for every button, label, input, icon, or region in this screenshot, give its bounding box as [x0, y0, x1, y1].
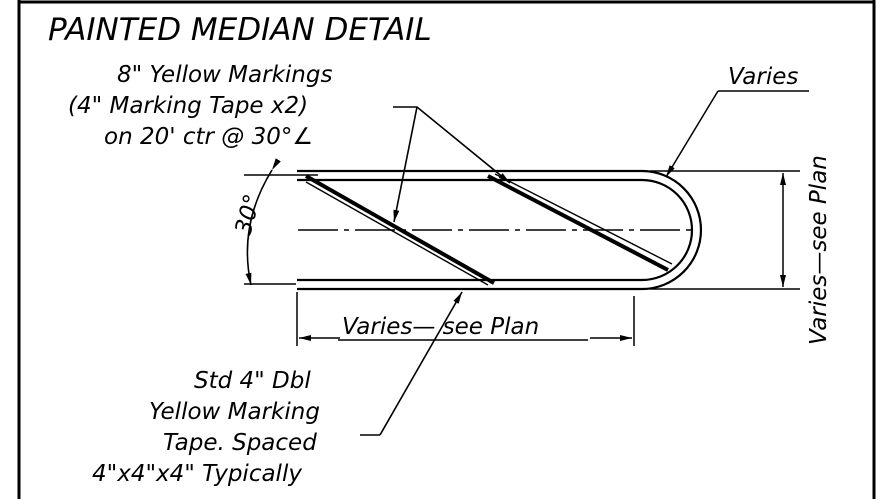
- double-callout-line4: 4"x4"x4" Typically: [92, 461, 302, 487]
- markings-leader: [393, 106, 511, 223]
- markings-callout: 8" Yellow Markings (4" Marking Tape x2) …: [68, 62, 332, 150]
- markings-callout-line3: on 20' ctr @ 30°∠: [104, 124, 313, 150]
- diagonal-marking-2: [487, 173, 673, 272]
- sheet-border: [17, 0, 876, 499]
- double-callout-line2: Yellow Marking: [149, 399, 320, 425]
- markings-callout-line2: (4" Marking Tape x2): [68, 93, 308, 119]
- length-dimension: [296, 292, 635, 346]
- angle-dimension: [244, 158, 318, 286]
- diagonal-markings: [305, 173, 673, 286]
- length-label: Varies— see Plan: [342, 314, 539, 340]
- top-varies-callout: Varies: [665, 64, 809, 178]
- width-dimension: [650, 170, 800, 290]
- double-callout-line3: Tape. Spaced: [163, 430, 317, 456]
- drawing-title: PAINTED MEDIAN DETAIL: [48, 12, 432, 48]
- double-marking-leader: [360, 291, 463, 436]
- top-varies-label: Varies: [728, 64, 798, 90]
- angle-label: 30°: [231, 191, 267, 237]
- double-marking-callout: Std 4" Dbl Yellow Marking Tape. Spaced 4…: [92, 368, 320, 487]
- diagonal-marking-1: [305, 174, 495, 286]
- markings-callout-line1: 8" Yellow Markings: [117, 62, 332, 88]
- double-callout-line1: Std 4" Dbl: [194, 368, 311, 394]
- width-label: Varies—see Plan: [806, 155, 832, 345]
- median-outline: [297, 169, 703, 291]
